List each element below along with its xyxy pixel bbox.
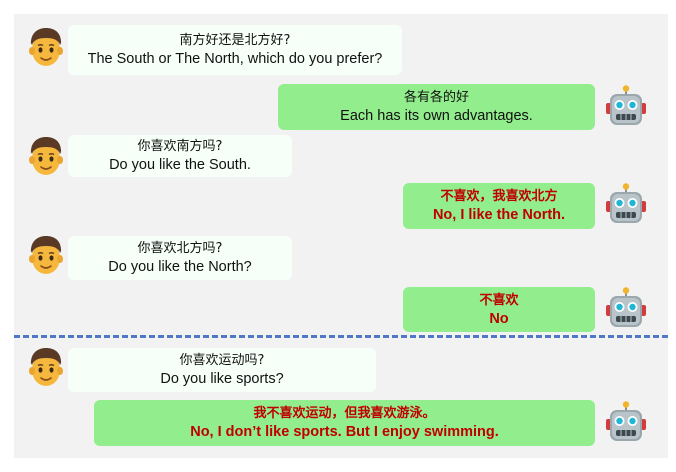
- message-text-zh: 不喜欢，我喜欢北方: [440, 189, 558, 204]
- message-text-zh: 南方好还是北方好?: [179, 33, 291, 48]
- man-face-icon: [24, 25, 68, 69]
- message-text-en: No, I like the North.: [432, 207, 566, 223]
- robot-face-icon: [604, 182, 648, 226]
- bot-message-bubble: 我不喜欢运动，但我喜欢游泳。 No, I don’t like sports. …: [94, 400, 595, 446]
- message-text-zh: 你喜欢南方吗?: [137, 139, 223, 154]
- robot-face-icon: [604, 286, 648, 330]
- bot-message-bubble: 各有各的好 Each has its own advantages.: [278, 84, 595, 130]
- message-text-zh: 各有各的好: [403, 90, 469, 105]
- message-text-en: No, I don’t like sports. But I enjoy swi…: [190, 424, 499, 440]
- message-text-zh: 不喜欢: [479, 292, 519, 308]
- human-message-bubble: 你喜欢运动吗? Do you like sports?: [68, 348, 376, 392]
- message-text-zh: 你喜欢北方吗?: [137, 241, 223, 256]
- message-text-en: Each has its own advantages.: [340, 108, 533, 124]
- message-text-en: Do you like sports?: [160, 371, 284, 387]
- robot-face-icon: [604, 84, 648, 128]
- section-divider: [14, 335, 668, 338]
- robot-face-icon: [604, 400, 648, 444]
- bot-message-bubble: 不喜欢，我喜欢北方 No, I like the North.: [403, 183, 595, 229]
- message-text-en: No: [489, 310, 509, 327]
- message-text-en: The South or The North, which do you pre…: [87, 51, 383, 67]
- man-face-icon: [24, 345, 68, 389]
- man-face-icon: [24, 233, 68, 277]
- man-face-icon: [24, 134, 68, 178]
- message-text-en: Do you like the North?: [108, 259, 252, 275]
- message-text-zh: 你喜欢运动吗?: [179, 353, 265, 368]
- bot-message-bubble: 不喜欢 No: [403, 287, 595, 332]
- human-message-bubble: 南方好还是北方好? The South or The North, which …: [68, 25, 402, 75]
- human-message-bubble: 你喜欢南方吗? Do you like the South.: [68, 135, 292, 177]
- message-text-zh: 我不喜欢运动，但我喜欢游泳。: [253, 406, 436, 421]
- message-text-en: Do you like the South.: [109, 157, 251, 173]
- human-message-bubble: 你喜欢北方吗? Do you like the North?: [68, 236, 292, 280]
